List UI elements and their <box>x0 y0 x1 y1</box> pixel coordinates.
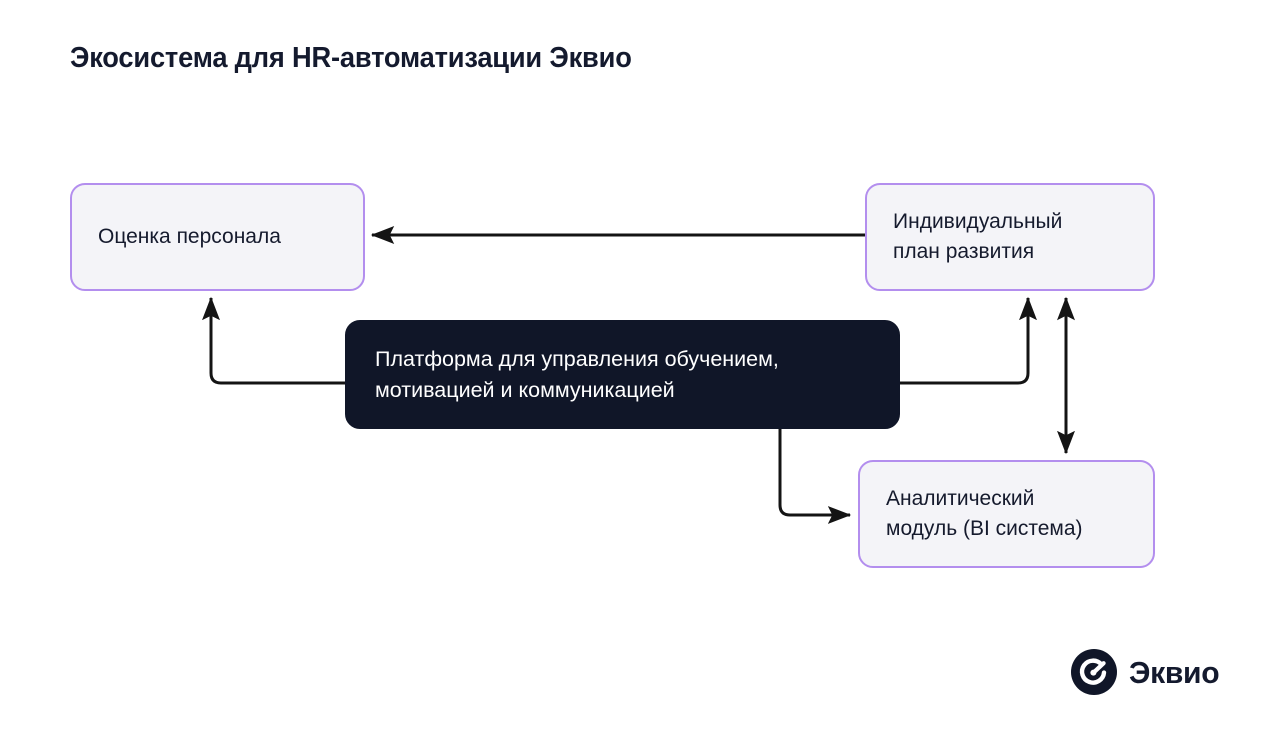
connector-platform-analytics <box>778 429 852 524</box>
ekvio-circle-icon <box>1071 649 1117 695</box>
node-platform[interactable]: Платформа для управления обучением, моти… <box>345 320 900 429</box>
node-analytics-bi[interactable]: Аналитический модуль (BI система) <box>858 460 1155 568</box>
node-assessment[interactable]: Оценка персонала <box>70 183 365 291</box>
connector-platform-assessment <box>201 296 345 385</box>
ekvio-wordmark: Эквио <box>1129 654 1220 690</box>
page-title: Экосистема для HR-автоматизации Эквио <box>70 42 632 74</box>
node-individual-development-plan-label: Индивидуальный план развития <box>893 210 1063 263</box>
node-analytics-bi-label: Аналитический модуль (BI система) <box>886 487 1083 540</box>
node-individual-development-plan[interactable]: Индивидуальный план развития <box>865 183 1155 291</box>
node-platform-label: Платформа для управления обучением, моти… <box>375 346 779 402</box>
node-assessment-label: Оценка персонала <box>98 225 281 249</box>
connector-platform-idp <box>900 296 1037 385</box>
ekvio-logo: Эквио <box>1070 648 1222 696</box>
